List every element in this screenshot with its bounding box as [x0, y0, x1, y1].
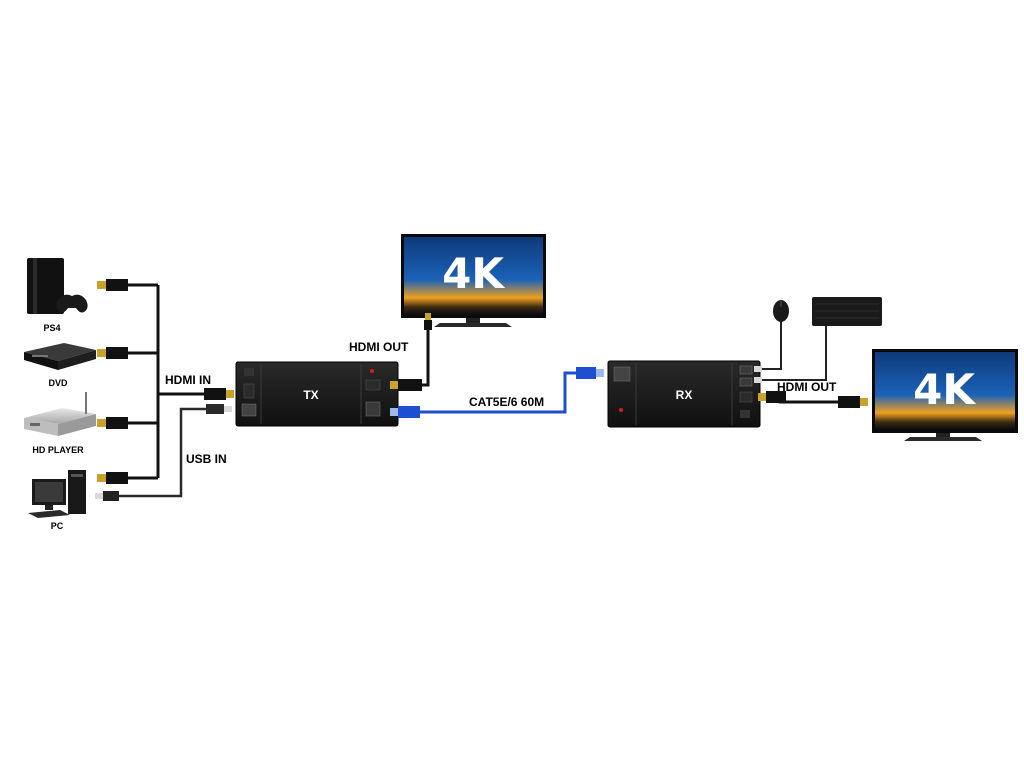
label-cat-cable: CAT5E/6 60M	[469, 395, 544, 409]
tv-hdmi-in-plug	[838, 396, 868, 408]
cat-network-cable	[398, 371, 578, 414]
tv-4k-text-tx: 4K	[442, 249, 505, 298]
rx-unit-label: RX	[676, 388, 693, 402]
label-usb-in: USB IN	[186, 452, 227, 466]
tx-hdmi-in-plug	[204, 388, 234, 400]
dvd-player-icon	[24, 343, 96, 370]
rx-usb-plugs	[754, 366, 762, 383]
rx-rj45-plug	[576, 367, 604, 379]
label-rx-hdmi-out: HDMI OUT	[777, 380, 837, 394]
tv-hdmi-plug	[424, 313, 432, 330]
source-label-ps4: PS4	[43, 323, 60, 333]
tx-hdmi-out-plug	[390, 379, 422, 391]
rx-receiver-unit	[607, 360, 761, 428]
mouse-icon	[773, 300, 789, 322]
tx-transmitter-unit	[235, 361, 399, 427]
hdmi-connector-icon	[97, 279, 128, 484]
tv-display-rx	[872, 349, 1018, 441]
tx-hdmi-out-cable	[398, 330, 430, 387]
rx-peripheral-cables	[760, 320, 827, 381]
desktop-pc-icon	[28, 470, 86, 518]
keyboard-icon	[812, 297, 882, 326]
label-tx-hdmi-out: HDMI OUT	[349, 340, 409, 354]
ps4-console-icon	[27, 258, 88, 314]
source-label-dvd: DVD	[48, 378, 68, 388]
rx-hdmi-out-plug	[758, 391, 786, 403]
usb-connector-icon	[95, 491, 119, 501]
usb-input-cable	[118, 407, 212, 498]
tv-display-tx	[401, 234, 546, 327]
source-label-hd-player: HD PLAYER	[32, 445, 84, 455]
hdmi-input-cables	[128, 283, 212, 480]
tx-unit-label: TX	[303, 388, 318, 402]
tx-usb-in-plug	[206, 404, 232, 414]
tv-4k-text-rx: 4K	[913, 365, 976, 414]
media-player-icon	[24, 392, 96, 436]
tx-rj45-plug	[390, 406, 420, 418]
source-label-pc: PC	[51, 521, 64, 531]
label-hdmi-in: HDMI IN	[165, 373, 211, 387]
